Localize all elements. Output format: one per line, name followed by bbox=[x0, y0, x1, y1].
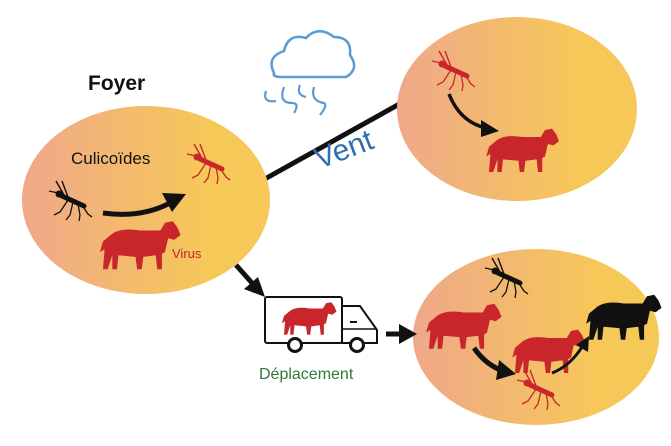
bite-arrow bbox=[447, 93, 499, 137]
transport-arrow bbox=[234, 263, 265, 297]
virus-label: Virus bbox=[172, 246, 202, 261]
spread-arrow-2 bbox=[551, 336, 589, 375]
unload-arrow bbox=[386, 324, 417, 344]
page-title: Foyer bbox=[88, 72, 146, 95]
transport-destination-ellipse bbox=[413, 249, 659, 425]
wind-destination-ellipse bbox=[397, 17, 637, 201]
infection-arrow bbox=[102, 193, 186, 217]
spread-arrow-1 bbox=[471, 346, 516, 380]
cloud-wind-icon bbox=[264, 30, 356, 116]
culicoides-label: Culicoïdes bbox=[71, 149, 151, 168]
transport-label: Déplacement bbox=[259, 366, 354, 383]
outbreak-ellipse bbox=[22, 106, 270, 294]
